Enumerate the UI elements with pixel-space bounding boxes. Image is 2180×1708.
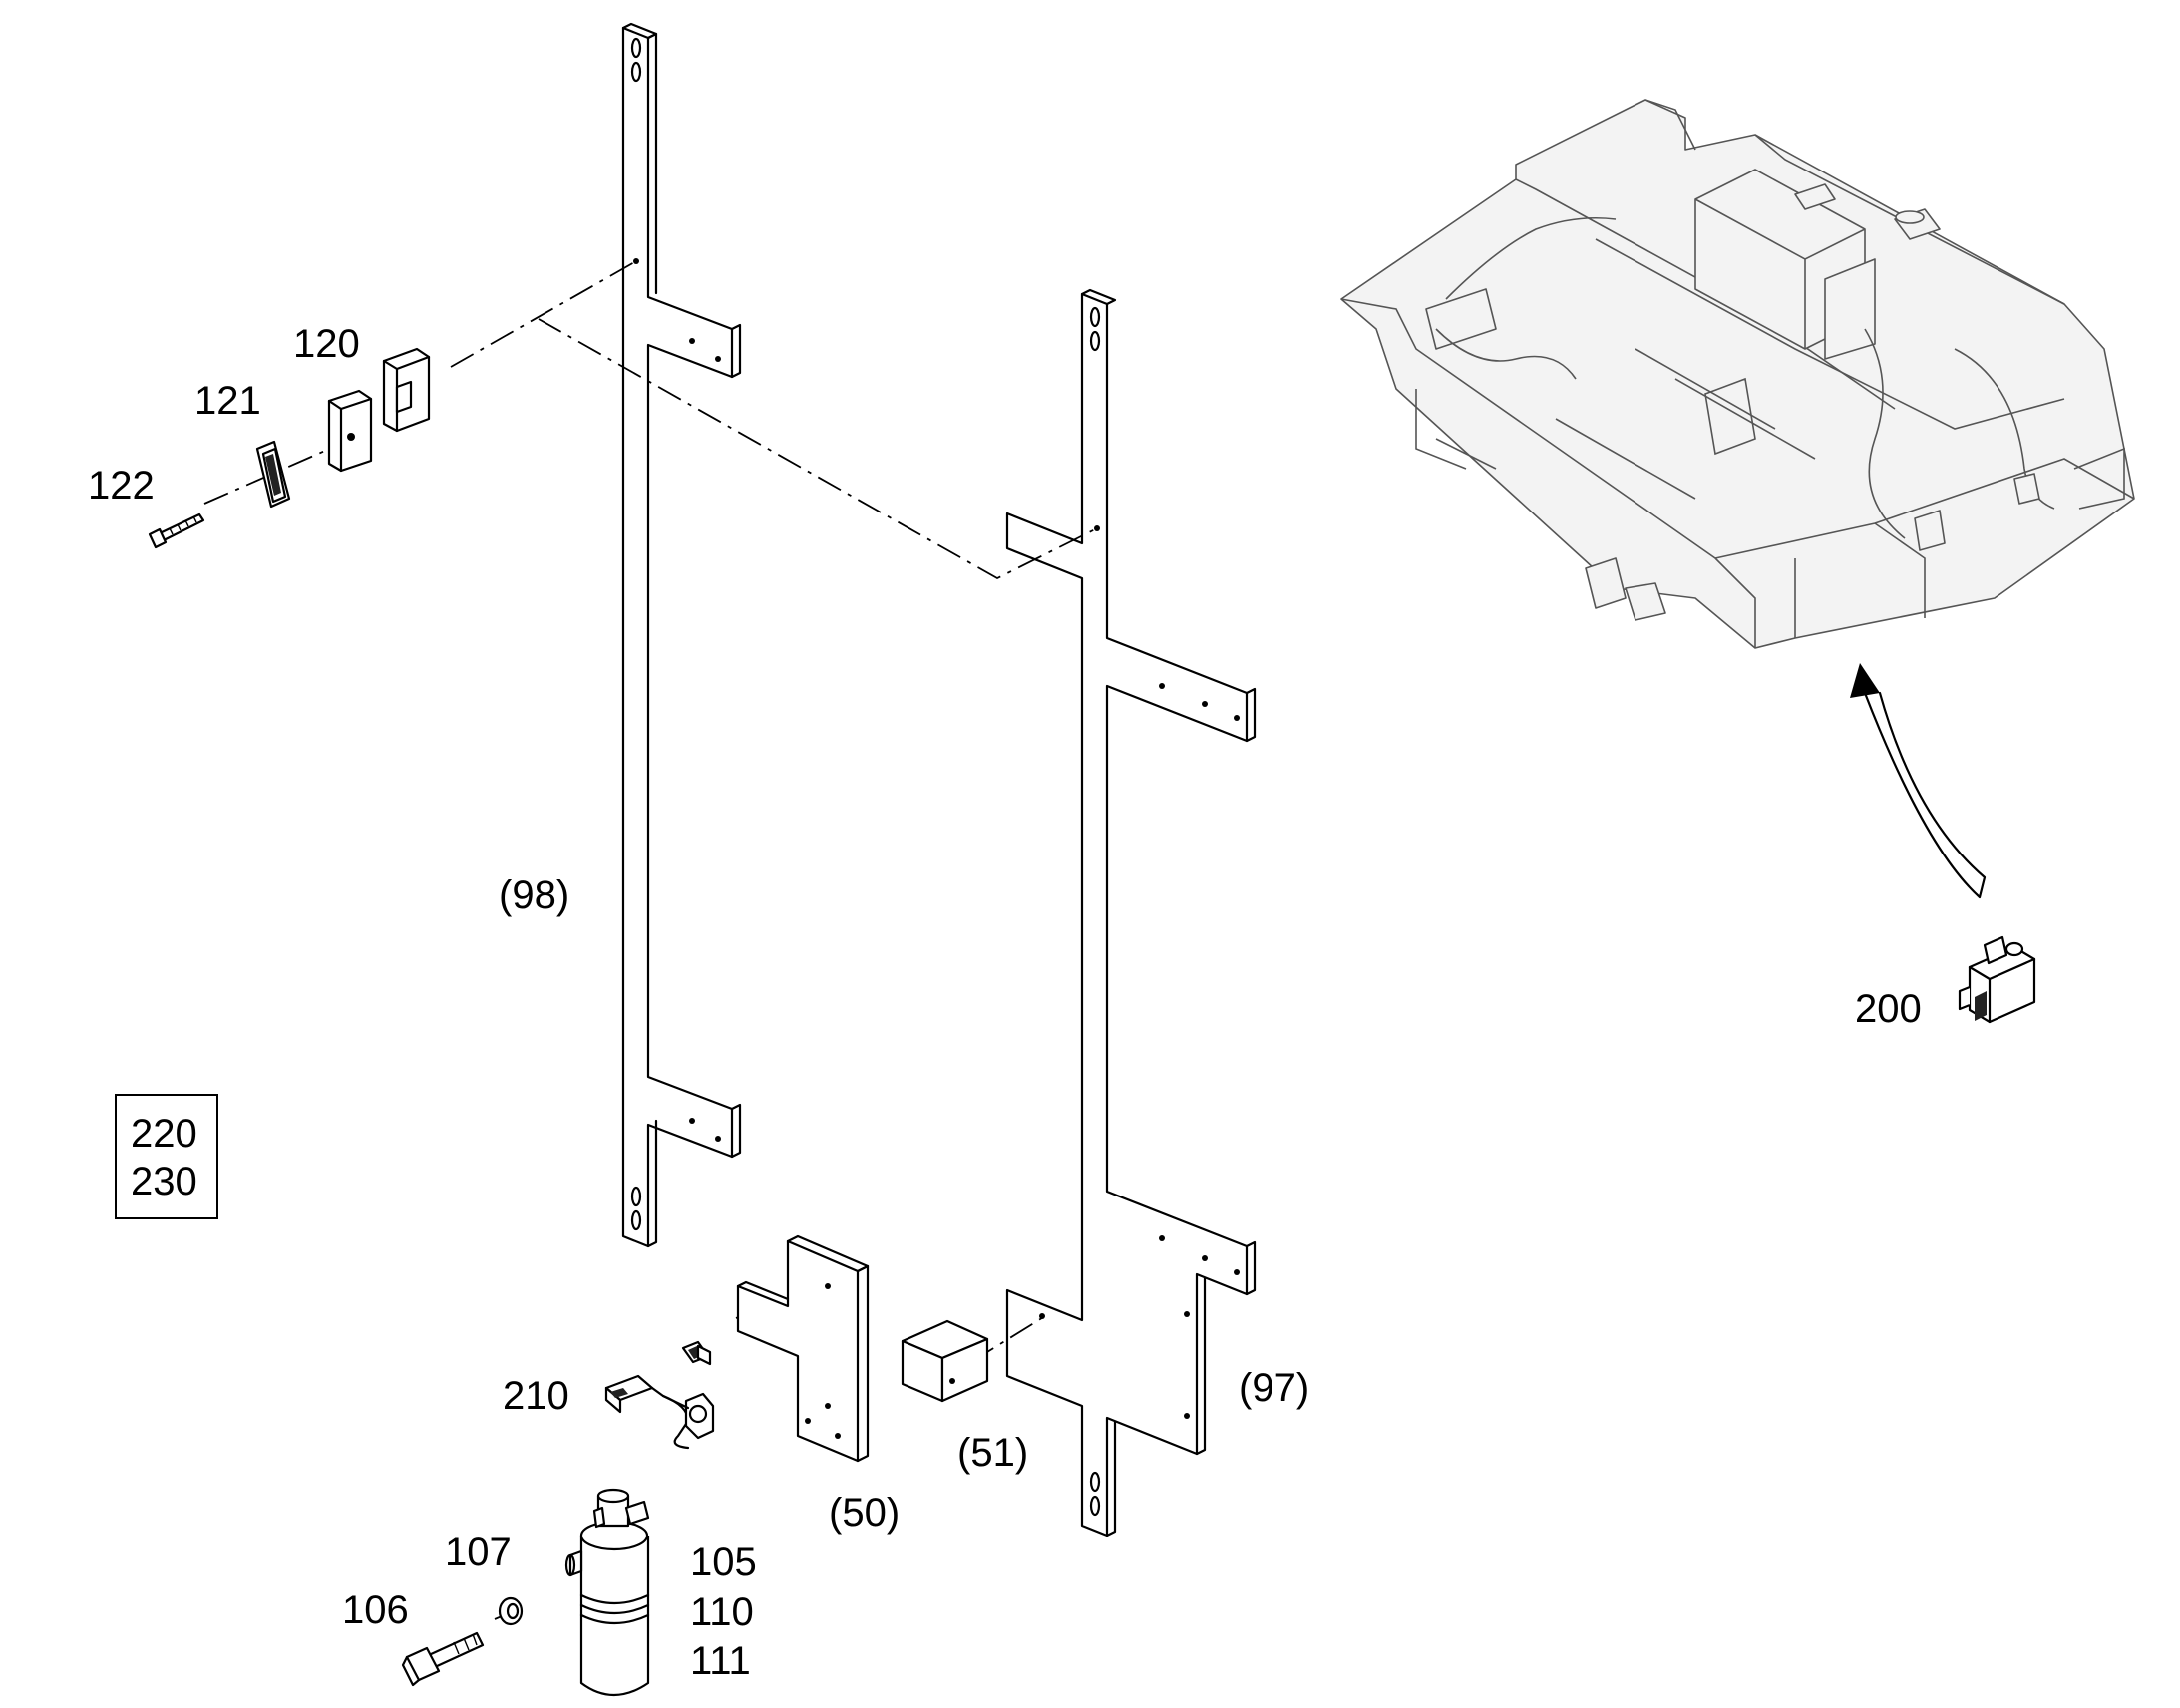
- receiver-dryer: [564, 1488, 650, 1696]
- label-120: 120: [293, 322, 360, 366]
- label-220: 220: [131, 1112, 197, 1156]
- label-121: 121: [194, 379, 261, 423]
- label-200: 200: [1855, 987, 1922, 1031]
- label-210: 210: [503, 1374, 569, 1418]
- frame-bar-98: [621, 22, 742, 1248]
- label-230: 230: [131, 1160, 197, 1203]
- bolt-106: [401, 1631, 485, 1687]
- connector-clip-210: [681, 1340, 712, 1366]
- label-51: (51): [957, 1431, 1028, 1475]
- valve-200: [1958, 935, 2036, 1024]
- hvac-unit-illustration: [1340, 99, 2135, 649]
- label-97: (97): [1239, 1366, 1309, 1410]
- label-105: 105: [690, 1540, 757, 1584]
- label-50: (50): [829, 1491, 900, 1535]
- bracket-50: [736, 1234, 870, 1463]
- clamp-part-120: [382, 347, 431, 433]
- pointer-arrow-200: [1850, 663, 1987, 899]
- label-98: (98): [499, 873, 569, 917]
- frame-bar-97: [1005, 288, 1257, 1537]
- label-122: 122: [88, 464, 155, 508]
- label-106: 106: [342, 1588, 409, 1632]
- washer-107: [498, 1596, 524, 1626]
- block-51: [901, 1319, 989, 1403]
- clamp-part-121: [327, 389, 373, 473]
- label-107: 107: [445, 1531, 512, 1574]
- label-111: 111: [690, 1639, 751, 1683]
- clamp-plate-122: [255, 440, 291, 509]
- label-box-220-230: [115, 1094, 218, 1219]
- screw-122: [148, 512, 205, 549]
- label-110: 110: [690, 1590, 754, 1634]
- sensor-harness-210: [604, 1374, 715, 1450]
- callout-labels: 120 121 122 (98) 220 230 200 210 (97) (5…: [88, 322, 1922, 1683]
